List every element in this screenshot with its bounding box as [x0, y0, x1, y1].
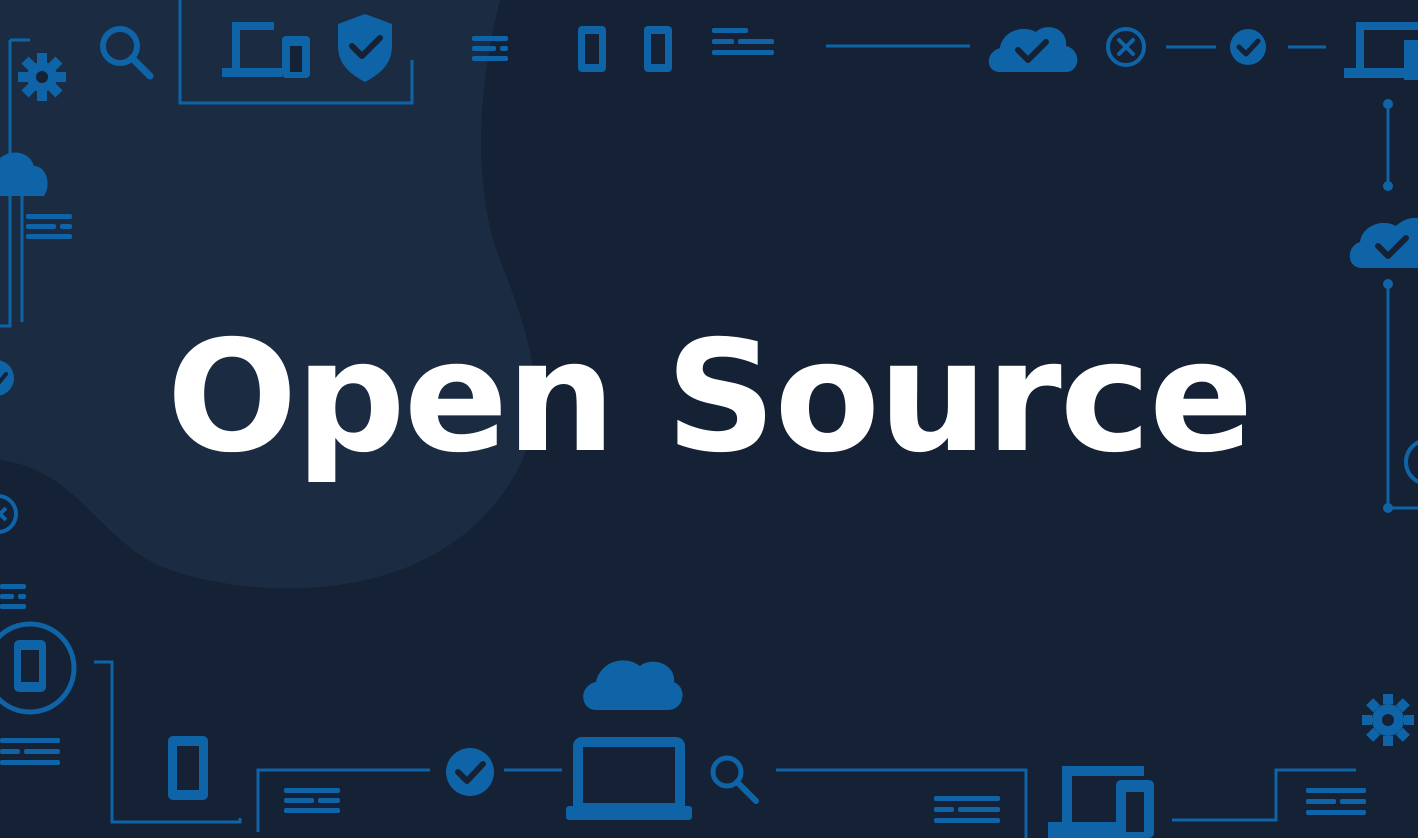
search-icon	[710, 755, 759, 804]
page-title: Open Source	[166, 308, 1254, 487]
shield-check-icon	[338, 14, 392, 82]
search-icon	[100, 26, 154, 80]
text-lines-icon	[0, 738, 60, 765]
laptop-icon	[1344, 22, 1418, 80]
phone-icon	[578, 26, 606, 72]
cloud-icon	[583, 660, 683, 710]
cloud-check-icon	[1349, 217, 1418, 268]
gear-icon	[1362, 694, 1414, 746]
circle-check-icon	[1230, 29, 1266, 65]
phone-icon	[644, 26, 672, 72]
phone-icon	[168, 736, 208, 800]
gear-icon	[18, 53, 66, 101]
circle-x-icon	[1106, 27, 1146, 67]
phone-icon	[0, 621, 77, 715]
text-lines-icon	[26, 214, 72, 239]
text-lines-icon	[0, 584, 26, 609]
laptop-tablet-icon	[1048, 766, 1154, 838]
text-lines-icon	[284, 788, 340, 813]
text-lines-icon	[472, 36, 508, 61]
text-lines-icon	[934, 796, 1000, 823]
circle-check-icon	[446, 748, 494, 796]
laptop-tablet-icon	[222, 22, 310, 78]
text-lines-icon	[1306, 788, 1366, 815]
circle-check-icon	[0, 360, 14, 396]
circle-x-icon	[0, 494, 18, 534]
text-lines-icon	[712, 28, 774, 55]
cloud-check-icon	[988, 27, 1078, 72]
cloud-icon	[0, 152, 48, 196]
laptop-icon	[566, 737, 692, 820]
